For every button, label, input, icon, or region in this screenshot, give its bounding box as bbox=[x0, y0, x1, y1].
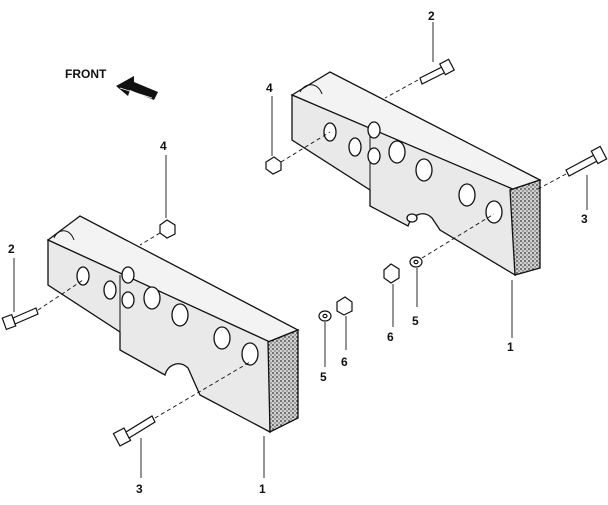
callout-5-left: 5 bbox=[320, 370, 327, 384]
block-left-notch bbox=[53, 230, 75, 241]
block-left-hole bbox=[143, 286, 161, 310]
front-arrow-icon bbox=[116, 76, 158, 100]
callout-4-right: 4 bbox=[266, 81, 273, 95]
block-right-end-face bbox=[509, 179, 541, 276]
washer-5-left bbox=[318, 310, 332, 322]
spacer-block-left bbox=[46, 215, 300, 434]
callout-2-top: 2 bbox=[428, 9, 435, 23]
callout-3-left: 3 bbox=[136, 482, 143, 496]
block-left-hole bbox=[241, 342, 259, 366]
block-left-hole bbox=[103, 280, 117, 300]
block-right-hole bbox=[348, 137, 362, 157]
block-right-notch bbox=[299, 84, 323, 95]
block-left-hole bbox=[213, 326, 231, 350]
nut-4-left bbox=[139, 219, 176, 246]
callout-1-left: 1 bbox=[259, 482, 266, 496]
block-left-end-face bbox=[267, 329, 299, 434]
block-left-hole bbox=[76, 266, 90, 286]
front-label: FRONT bbox=[65, 67, 107, 81]
block-right-hole bbox=[485, 200, 503, 224]
block-right-hole bbox=[406, 213, 418, 223]
spacer-block-right bbox=[290, 71, 542, 277]
block-right-hole bbox=[415, 158, 433, 182]
block-right-front-face bbox=[291, 94, 516, 277]
callout-5-right: 5 bbox=[412, 314, 419, 328]
nut-6-left bbox=[336, 296, 353, 316]
bolt-2-left bbox=[1, 279, 84, 331]
bolt-3-left bbox=[112, 361, 251, 447]
nut-6-right bbox=[383, 263, 400, 284]
callout-1-right: 1 bbox=[507, 340, 514, 354]
callout-6-right: 6 bbox=[387, 330, 394, 344]
callout-6-left: 6 bbox=[341, 355, 348, 369]
callout-3-right: 3 bbox=[581, 212, 588, 226]
callout-4-left: 4 bbox=[160, 139, 167, 153]
nut-4-right bbox=[265, 131, 331, 175]
block-right-hole bbox=[367, 121, 381, 139]
block-left-hole bbox=[121, 266, 135, 284]
bolt-2-right bbox=[384, 58, 456, 99]
washer-5-right bbox=[409, 213, 495, 268]
front-indicator: FRONT bbox=[65, 67, 158, 100]
bolt-3-right bbox=[535, 145, 608, 191]
callout-2-left: 2 bbox=[8, 242, 15, 256]
block-right-hole bbox=[388, 140, 406, 164]
block-left-hole bbox=[171, 303, 189, 327]
block-right-hole bbox=[367, 147, 381, 165]
block-right-hole bbox=[458, 183, 476, 207]
block-left-hole bbox=[121, 291, 135, 309]
